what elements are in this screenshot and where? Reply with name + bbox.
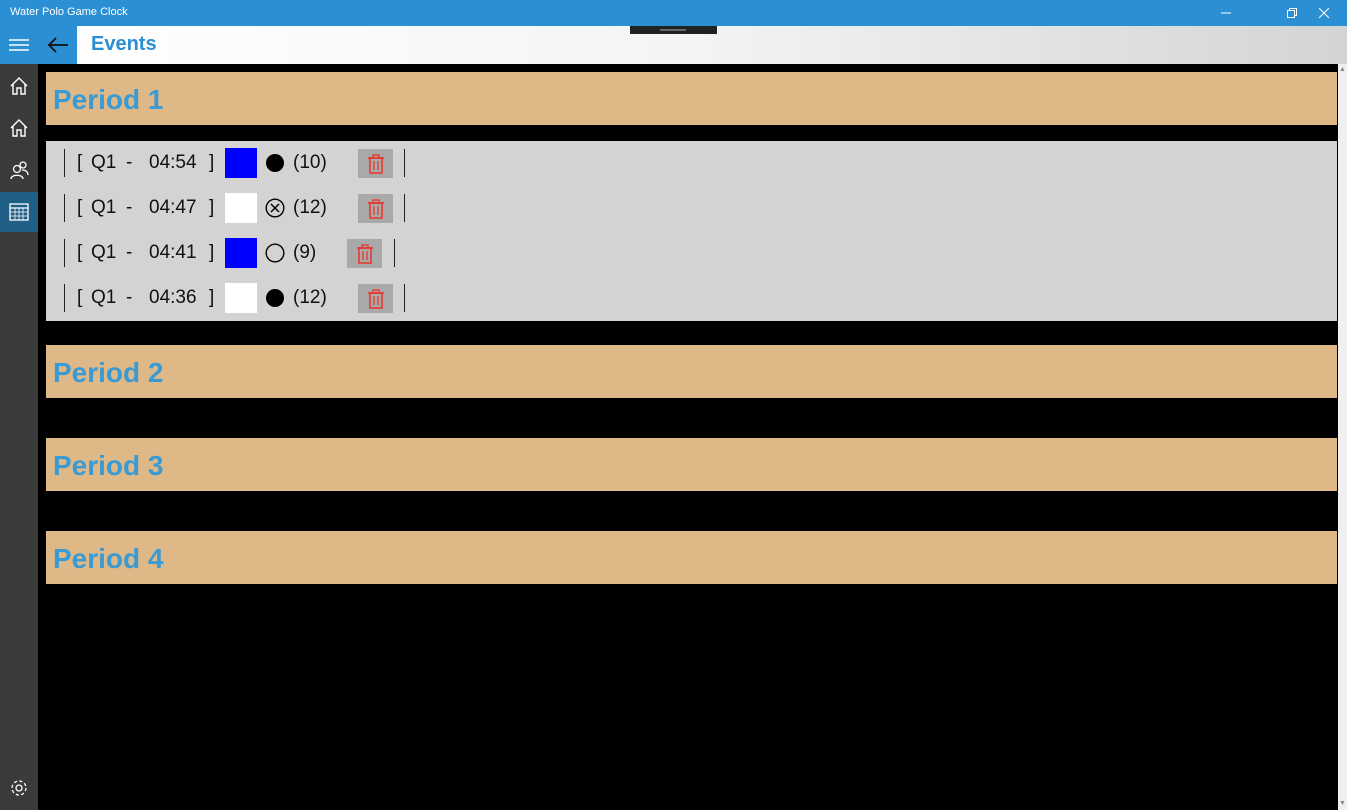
event-row[interactable]: [ Q1 - 04:47 ] (12) [46,186,1337,231]
close-bracket: ] [209,197,215,218]
window-title: Water Polo Game Clock [10,6,128,18]
hamburger-icon [9,39,29,51]
event-player: (9) [293,242,317,263]
page-header: Events [38,26,1347,64]
minimize-button[interactable] [1203,0,1249,26]
period-header-4[interactable]: Period 4 [46,531,1337,584]
delete-event-button[interactable] [358,284,393,313]
row-divider [404,284,405,312]
close-icon [1319,8,1329,18]
period-title: Period 3 [53,450,164,481]
filled-circle-icon [266,154,284,172]
delete-event-button[interactable] [358,194,393,223]
event-row[interactable]: [ Q1 - 04:41 ] (9) [46,231,1337,276]
home-icon [10,77,28,95]
close-window-button[interactable] [1301,0,1347,26]
row-divider [64,284,65,312]
event-dash: - [126,287,133,308]
open-bracket: [ [77,242,83,263]
event-quarter: Q1 [91,152,117,173]
row-divider [404,149,405,177]
team-color-swatch [225,283,257,313]
event-quarter: Q1 [91,197,117,218]
period-title: Period 2 [53,357,164,388]
open-bracket: [ [77,197,83,218]
open-bracket: [ [77,287,83,308]
event-player: (12) [293,197,327,218]
period-header-2[interactable]: Period 2 [46,345,1337,398]
nav-home-secondary-button[interactable] [0,108,38,148]
gear-icon [11,780,27,796]
row-divider [64,239,65,267]
event-quarter: Q1 [91,242,117,263]
event-row[interactable]: [ Q1 - 04:36 ] (12) [46,276,1337,321]
event-player: (10) [293,152,327,173]
trash-icon [367,198,384,219]
row-divider [64,149,65,177]
filled-circle-icon [266,289,284,307]
empty-circle-icon [265,243,285,263]
back-button[interactable] [38,26,77,64]
event-row[interactable]: [ Q1 - 04:54 ] (10) [46,141,1337,186]
nav-settings-button[interactable] [0,768,38,808]
team-color-swatch [225,148,257,178]
period-header-1[interactable]: Period 1 [46,72,1337,125]
period-title: Period 1 [53,84,164,115]
trash-icon [367,288,384,309]
drag-handle[interactable] [630,26,717,34]
scroll-up-icon[interactable]: ▲ [1339,66,1346,73]
page-title: Events [91,33,157,55]
nav-home-button[interactable] [0,66,38,106]
row-divider [394,239,395,267]
event-player: (12) [293,287,327,308]
team-color-swatch [225,238,257,268]
people-icon [10,161,29,180]
open-bracket: [ [77,152,83,173]
delete-event-button[interactable] [347,239,382,268]
vertical-scrollbar[interactable]: ▲ ▼ [1338,64,1347,810]
event-time: 04:54 [149,152,197,173]
restore-button[interactable] [1269,0,1315,26]
event-dash: - [126,152,133,173]
period-header-3[interactable]: Period 3 [46,438,1337,491]
nav-players-button[interactable] [0,150,38,190]
period-1-event-list: [ Q1 - 04:54 ] (10) [ Q1 - 04:47 ] (12) … [46,141,1337,321]
event-time: 04:47 [149,197,197,218]
event-dash: - [126,242,133,263]
hamburger-menu-button[interactable] [0,26,38,64]
nav-sidebar [0,26,38,810]
trash-icon [367,153,384,174]
close-bracket: ] [209,287,215,308]
event-time: 04:36 [149,287,197,308]
minimize-icon [1221,12,1231,14]
window-titlebar: Water Polo Game Clock [0,0,1347,26]
nav-events-button[interactable] [0,192,38,232]
event-quarter: Q1 [91,287,117,308]
event-time: 04:41 [149,242,197,263]
calendar-icon [9,203,29,221]
close-bracket: ] [209,242,215,263]
close-bracket: ] [209,152,215,173]
row-divider [404,194,405,222]
back-arrow-icon [47,37,68,53]
circled-x-icon [265,198,285,218]
period-title: Period 4 [53,543,164,574]
scroll-down-icon[interactable]: ▼ [1339,800,1346,807]
home-icon [10,119,28,137]
team-color-swatch [225,193,257,223]
event-dash: - [126,197,133,218]
row-divider [64,194,65,222]
delete-event-button[interactable] [358,149,393,178]
restore-icon [1287,8,1297,18]
trash-icon [356,243,373,264]
